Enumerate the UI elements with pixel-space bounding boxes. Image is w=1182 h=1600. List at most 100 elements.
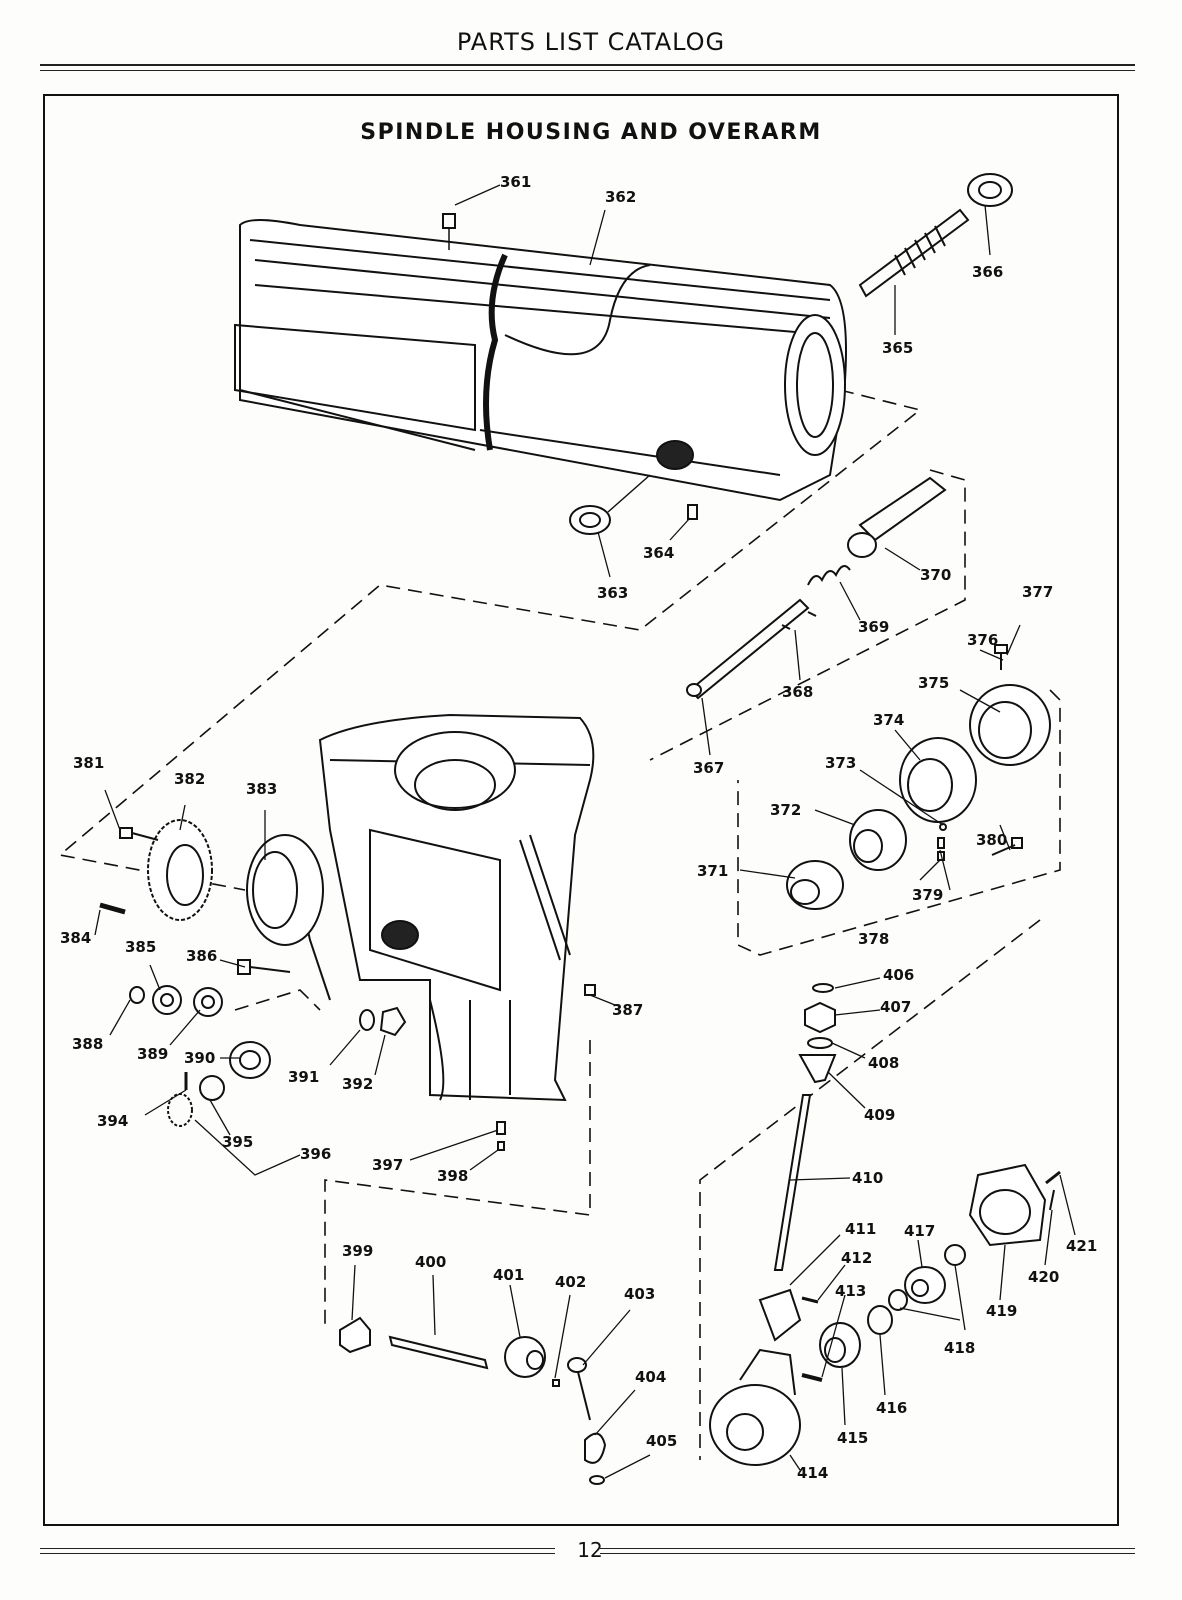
part-420-pin: [1049, 1189, 1055, 1211]
part-409-cone: [798, 1054, 837, 1084]
part-363-bushing: [569, 474, 651, 535]
assembly-guides: [58, 389, 1061, 1460]
part-389-bushing: [193, 987, 223, 1017]
part-387-screw: [584, 984, 596, 996]
part-402-pin: [552, 1379, 560, 1387]
part-label-392: 392: [342, 1075, 373, 1093]
spindle-housing-casting: [304, 713, 595, 1102]
part-label-396: 396: [300, 1145, 331, 1163]
part-413-pin: [801, 1373, 823, 1382]
part-367-drawbar: [686, 598, 810, 700]
part-382-gear: [147, 819, 213, 921]
part-415-sleeve: [819, 1322, 861, 1368]
part-label-385: 385: [125, 938, 156, 956]
part-380-bolt: [991, 837, 1023, 856]
part-label-361: 361: [500, 173, 531, 191]
part-406-washer: [812, 983, 834, 993]
diagram-frame: [43, 94, 1119, 1526]
part-label-410: 410: [852, 1169, 883, 1187]
part-label-371: 371: [697, 862, 728, 880]
header-rule-top: [40, 64, 1135, 66]
part-label-411: 411: [845, 1220, 876, 1238]
part-label-367: 367: [693, 759, 724, 777]
part-365-worm-shaft: [858, 208, 970, 298]
part-label-362: 362: [605, 188, 636, 206]
part-375-dial-ring: [969, 684, 1051, 766]
part-391-washer: [359, 1009, 375, 1031]
part-label-372: 372: [770, 801, 801, 819]
overarm-body: [234, 219, 847, 502]
page-number: 12: [577, 1538, 603, 1562]
part-368-keys: [781, 611, 817, 630]
part-386-bolt: [237, 959, 291, 975]
part-label-419: 419: [986, 1302, 1017, 1320]
part-label-416: 416: [876, 1399, 907, 1417]
leader-lines: [94, 184, 1076, 1479]
part-labels: 361 362 363 364 365 366 367 368 369 370 …: [60, 173, 1097, 1482]
part-label-401: 401: [493, 1266, 524, 1284]
part-label-370: 370: [920, 566, 951, 584]
catalog-header: PARTS LIST CATALOG: [456, 28, 726, 56]
part-label-400: 400: [415, 1253, 446, 1271]
part-378-spring: [937, 837, 945, 849]
part-395-ring: [199, 1075, 225, 1101]
part-label-391: 391: [288, 1068, 319, 1086]
part-383-flange: [246, 834, 324, 946]
part-399-block: [339, 1316, 371, 1354]
part-label-364: 364: [643, 544, 674, 562]
part-label-389: 389: [137, 1045, 168, 1063]
part-label-409: 409: [864, 1106, 895, 1124]
part-label-379: 379: [912, 886, 943, 904]
part-label-414: 414: [797, 1464, 828, 1482]
part-label-369: 369: [858, 618, 889, 636]
part-label-408: 408: [868, 1054, 899, 1072]
part-390-sleeve: [229, 1041, 271, 1079]
footer-rule-left: [40, 1548, 555, 1549]
part-label-375: 375: [918, 674, 949, 692]
part-label-373: 373: [825, 754, 856, 772]
part-label-380: 380: [976, 831, 1007, 849]
part-label-394: 394: [97, 1112, 128, 1130]
footer-rule-right: [600, 1548, 1135, 1549]
part-401-nut: [504, 1336, 546, 1378]
part-label-381: 381: [73, 754, 104, 772]
part-417-gear: [904, 1266, 946, 1304]
part-label-403: 403: [624, 1285, 655, 1303]
part-label-402: 402: [555, 1273, 586, 1291]
part-label-376: 376: [967, 631, 998, 649]
part-label-413: 413: [835, 1282, 866, 1300]
part-label-404: 404: [635, 1368, 666, 1386]
part-label-387: 387: [612, 1001, 643, 1019]
part-label-365: 365: [882, 339, 913, 357]
part-416-snap-ring: [867, 1305, 893, 1335]
part-364-set-screw: [687, 504, 698, 520]
part-label-366: 366: [972, 263, 1003, 281]
part-label-368: 368: [782, 683, 813, 701]
part-371-bushing: [786, 860, 844, 910]
part-label-405: 405: [646, 1432, 677, 1450]
part-label-415: 415: [837, 1429, 868, 1447]
part-410-rod: [773, 1094, 812, 1271]
part-label-418: 418: [944, 1339, 975, 1357]
part-419-housing: [968, 1163, 1047, 1247]
part-361-screw: [442, 213, 456, 250]
part-label-417: 417: [904, 1222, 935, 1240]
part-412-pin: [801, 1296, 819, 1304]
part-384-pin: [99, 902, 126, 915]
part-369-spring: [807, 565, 851, 586]
part-label-363: 363: [597, 584, 628, 602]
part-407-nut: [804, 1001, 836, 1034]
part-414-lever-housing: [709, 1348, 801, 1466]
footer-rule-right-2: [600, 1553, 1135, 1554]
part-label-384: 384: [60, 929, 91, 947]
part-label-388: 388: [72, 1035, 103, 1053]
part-label-390: 390: [184, 1049, 215, 1067]
part-418-ring-a: [944, 1244, 966, 1266]
part-385-bushing: [152, 985, 182, 1015]
part-label-399: 399: [342, 1242, 373, 1260]
part-398-set-screw: [497, 1141, 505, 1151]
part-408-washer: [807, 1037, 833, 1049]
part-418-ring-b: [888, 1289, 908, 1311]
part-421-screw: [1045, 1170, 1061, 1185]
